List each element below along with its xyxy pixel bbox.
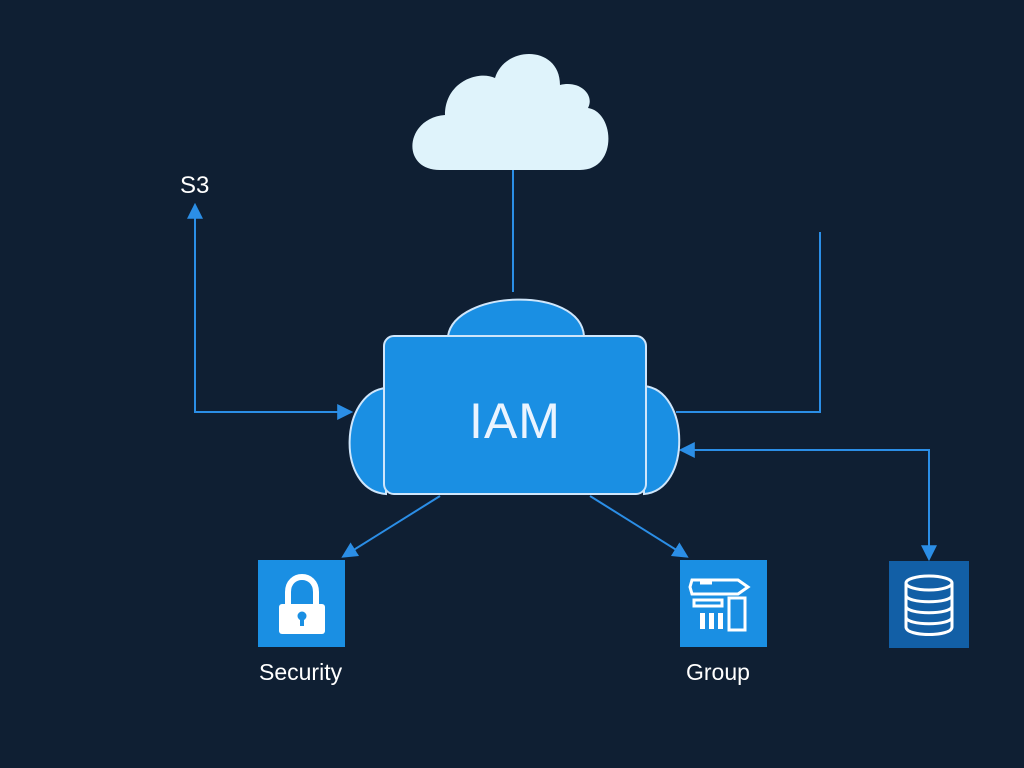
connector-s3-iam: [187, 202, 354, 420]
connector-iam-right: [676, 232, 821, 413]
iam-label: IAM: [469, 393, 561, 449]
iam-cloud-shape: [348, 298, 681, 496]
database-icon: [904, 574, 954, 636]
connectors: [187, 170, 937, 562]
group-label: Group: [686, 659, 750, 685]
group-tools-icon: [688, 578, 751, 632]
lock-icon: [279, 574, 325, 634]
connector-iam-security: [341, 495, 441, 558]
iam-node[interactable]: [348, 298, 681, 496]
group-node[interactable]: [680, 560, 767, 647]
s3-label: S3: [180, 172, 210, 199]
connector-database-iam: [678, 442, 937, 562]
security-node[interactable]: [258, 560, 345, 647]
connector-iam-group: [589, 495, 689, 558]
cloud-icon: [412, 54, 609, 170]
database-node[interactable]: [889, 561, 969, 648]
security-label: Security: [259, 659, 343, 685]
iam-box: [383, 335, 647, 495]
